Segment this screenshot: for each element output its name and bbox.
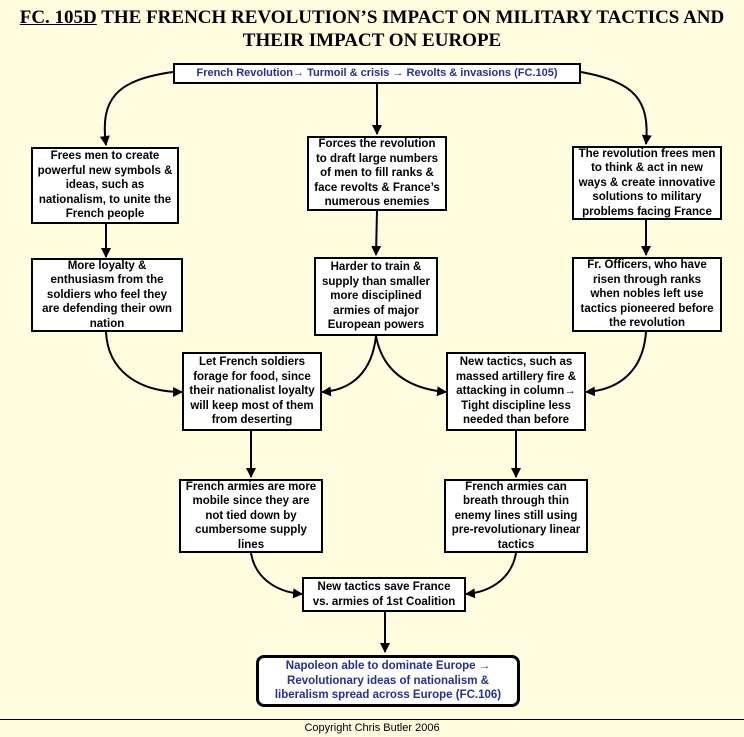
title-code: FC. 105D: [19, 7, 97, 28]
arrow-mobile-to-save: [250, 552, 303, 599]
arrow-top-to-right1: [580, 71, 652, 145]
node-save: New tactics save France vs. armies of 1s…: [302, 577, 466, 612]
node-breath: French armies can breath through thin en…: [444, 479, 588, 553]
copyright-footer: Copyright Chris Butler 2006: [304, 722, 440, 734]
footer-divider: [0, 719, 744, 720]
node-left2: More loyalty & enthusiasm from the soldi…: [31, 258, 183, 332]
arrow-right2-to-tactics: [585, 331, 647, 397]
arrow-mid2-to-forage: [321, 335, 377, 397]
node-left1: Frees men to create powerful new symbols…: [31, 147, 179, 224]
node-tactics: New tactics, such as massed artillery fi…: [446, 352, 586, 431]
arrow-breath-to-save: [465, 552, 517, 599]
node-mid1: Forces the revolution to draft large num…: [307, 136, 447, 211]
node-mid2: Harder to train & supply than smaller mo…: [314, 257, 438, 336]
page-title: FC. 105D THE FRENCH REVOLUTION’S IMPACT …: [0, 6, 744, 52]
node-top: French Revolution→ Turmoil & crisis → Re…: [173, 63, 581, 84]
node-napoleon: Napoleon able to dominate Europe → Revol…: [256, 655, 520, 707]
arrow-mid2-to-tactics: [375, 335, 447, 397]
node-right1: The revolution frees men to think & act …: [572, 146, 722, 220]
arrow-left2-to-forage: [105, 331, 183, 397]
node-mobile: French armies are more mobile since they…: [179, 479, 323, 553]
arrow-top-to-left1: [99, 71, 174, 146]
title-line2: THEIR IMPACT ON EUROPE: [242, 30, 502, 51]
node-right2: Fr. Officers, who have risen through ran…: [572, 257, 722, 332]
node-forage: Let French soldiers forage for food, sin…: [182, 352, 322, 431]
arrow-mid1-to-mid2: [371, 210, 382, 256]
title-line1: THE FRENCH REVOLUTION’S IMPACT ON MILITA…: [96, 7, 725, 28]
